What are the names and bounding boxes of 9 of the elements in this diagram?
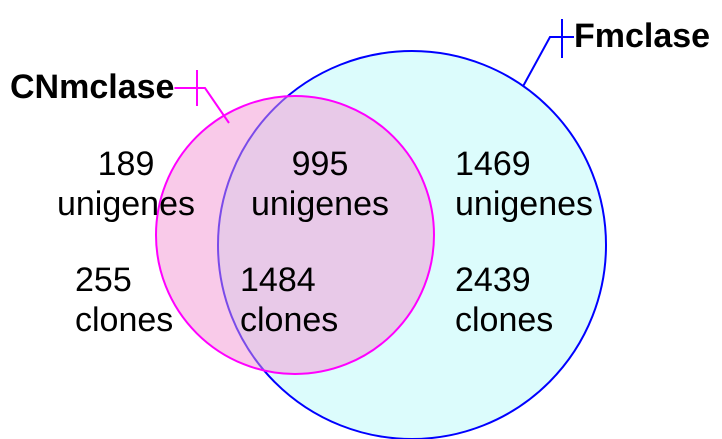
- count-label: 1469 unigenes: [455, 144, 594, 224]
- leader-line: [522, 18, 575, 88]
- leader-line: [173, 69, 230, 124]
- count-label: 255 clones: [75, 260, 174, 340]
- count-label: 2439 clones: [455, 260, 554, 340]
- set-label: Fmclase: [574, 17, 710, 56]
- set-label: CNmclase: [10, 68, 174, 107]
- count-label: 995 unigenes: [250, 144, 390, 224]
- count-label: 1484 clones: [240, 260, 340, 340]
